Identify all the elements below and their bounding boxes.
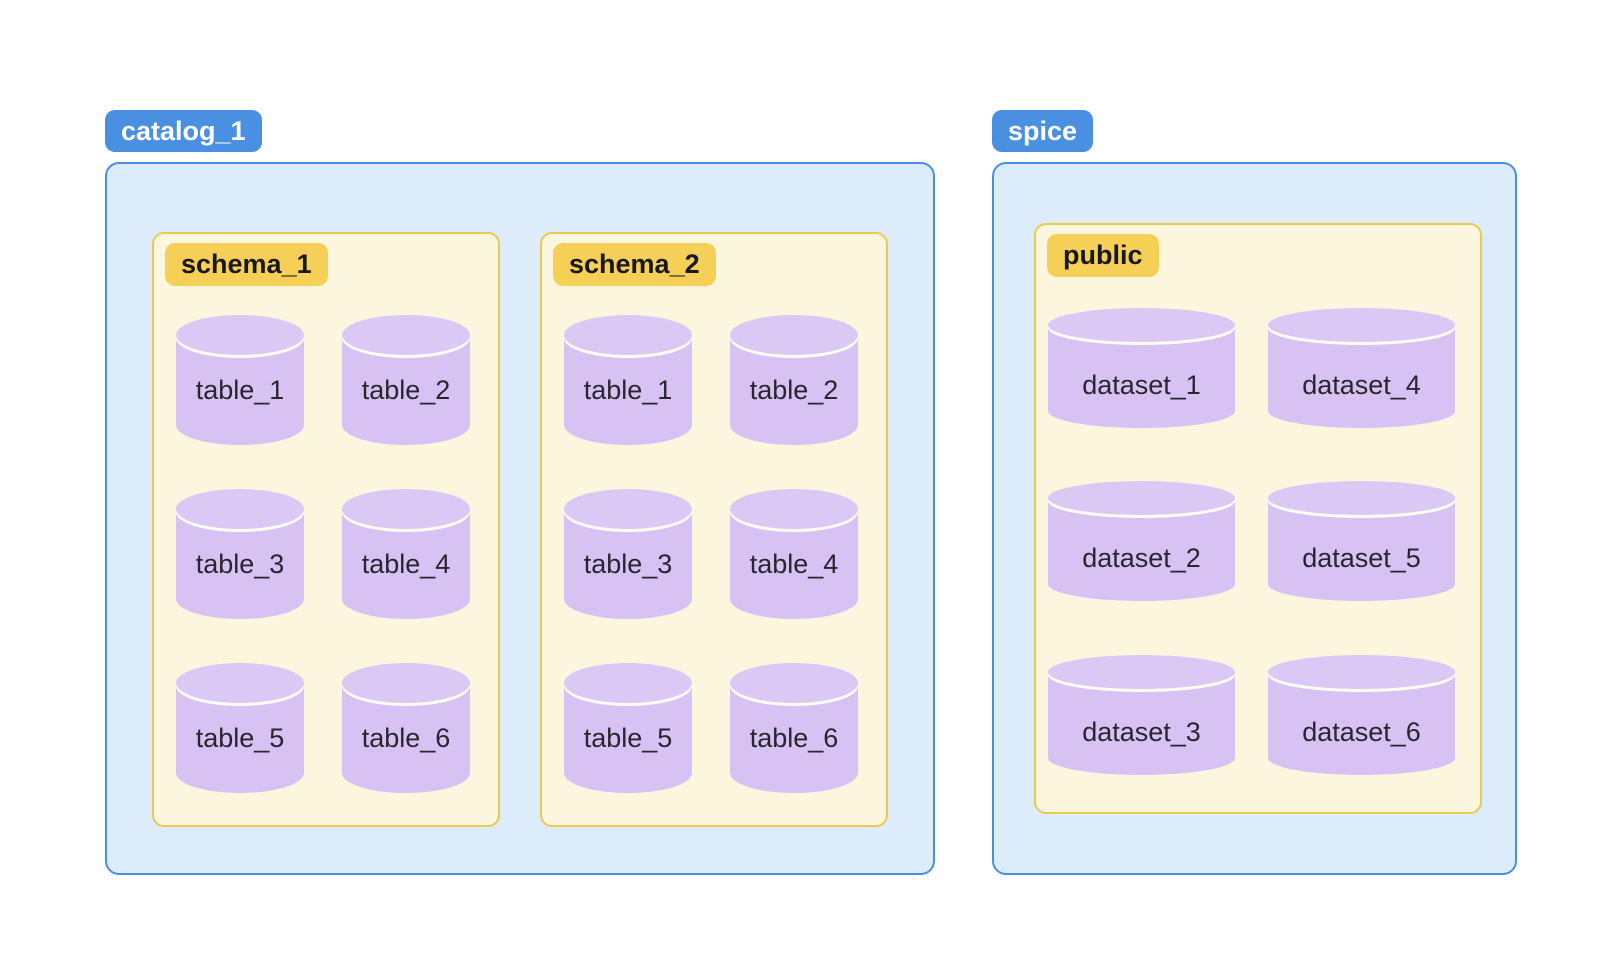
database-cylinder-icon: table_1 bbox=[176, 315, 304, 445]
database-cylinder-icon: table_2 bbox=[730, 315, 858, 445]
table-label: table_3 bbox=[195, 548, 285, 579]
catalog-badge: spice bbox=[992, 110, 1094, 152]
table-label: table_5 bbox=[583, 722, 673, 753]
table-label: table_6 bbox=[361, 722, 451, 753]
schema-badge: schema_1 bbox=[165, 243, 328, 286]
table-label: table_2 bbox=[361, 374, 451, 405]
schema-container: public dataset_1 dataset_4 dataset_2 dat… bbox=[1034, 223, 1482, 814]
database-cylinder-icon: table_6 bbox=[730, 663, 858, 793]
database-cylinder-icon: table_3 bbox=[176, 489, 304, 619]
catalog-badge: catalog_1 bbox=[105, 110, 262, 152]
database-cylinder-icon: table_1 bbox=[564, 315, 692, 445]
database-cylinder-icon: dataset_3 bbox=[1048, 655, 1235, 775]
catalog-container: schema_1 table_1 table_2 table_3 table_4… bbox=[105, 162, 935, 875]
table-label: table_4 bbox=[361, 548, 451, 579]
schema-badge: public bbox=[1047, 234, 1159, 277]
table-label: table_1 bbox=[195, 374, 285, 405]
schema-container: schema_1 table_1 table_2 table_3 table_4… bbox=[152, 232, 500, 827]
table-label: table_1 bbox=[583, 374, 673, 405]
dataset-label: dataset_2 bbox=[1082, 542, 1201, 573]
database-cylinder-icon: table_5 bbox=[564, 663, 692, 793]
dataset-label: dataset_6 bbox=[1302, 716, 1421, 747]
database-cylinder-icon: dataset_6 bbox=[1268, 655, 1455, 775]
schema-badge: schema_2 bbox=[553, 243, 716, 286]
database-cylinder-icon: table_4 bbox=[730, 489, 858, 619]
database-cylinder-icon: table_4 bbox=[342, 489, 470, 619]
table-label: table_3 bbox=[583, 548, 673, 579]
table-label: table_6 bbox=[749, 722, 839, 753]
dataset-label: dataset_5 bbox=[1302, 542, 1421, 573]
database-cylinder-icon: dataset_4 bbox=[1268, 308, 1455, 428]
database-cylinder-icon: table_2 bbox=[342, 315, 470, 445]
database-cylinder-icon: dataset_5 bbox=[1268, 481, 1455, 601]
database-cylinder-icon: table_6 bbox=[342, 663, 470, 793]
table-label: table_5 bbox=[195, 722, 285, 753]
database-cylinder-icon: dataset_1 bbox=[1048, 308, 1235, 428]
table-label: table_4 bbox=[749, 548, 839, 579]
catalog-container: public dataset_1 dataset_4 dataset_2 dat… bbox=[992, 162, 1517, 875]
database-cylinder-icon: dataset_2 bbox=[1048, 481, 1235, 601]
table-label: table_2 bbox=[749, 374, 839, 405]
schema-container: schema_2 table_1 table_2 table_3 table_4… bbox=[540, 232, 888, 827]
dataset-label: dataset_4 bbox=[1302, 369, 1421, 400]
dataset-label: dataset_3 bbox=[1082, 716, 1201, 747]
dataset-label: dataset_1 bbox=[1082, 369, 1201, 400]
database-cylinder-icon: table_5 bbox=[176, 663, 304, 793]
database-cylinder-icon: table_3 bbox=[564, 489, 692, 619]
